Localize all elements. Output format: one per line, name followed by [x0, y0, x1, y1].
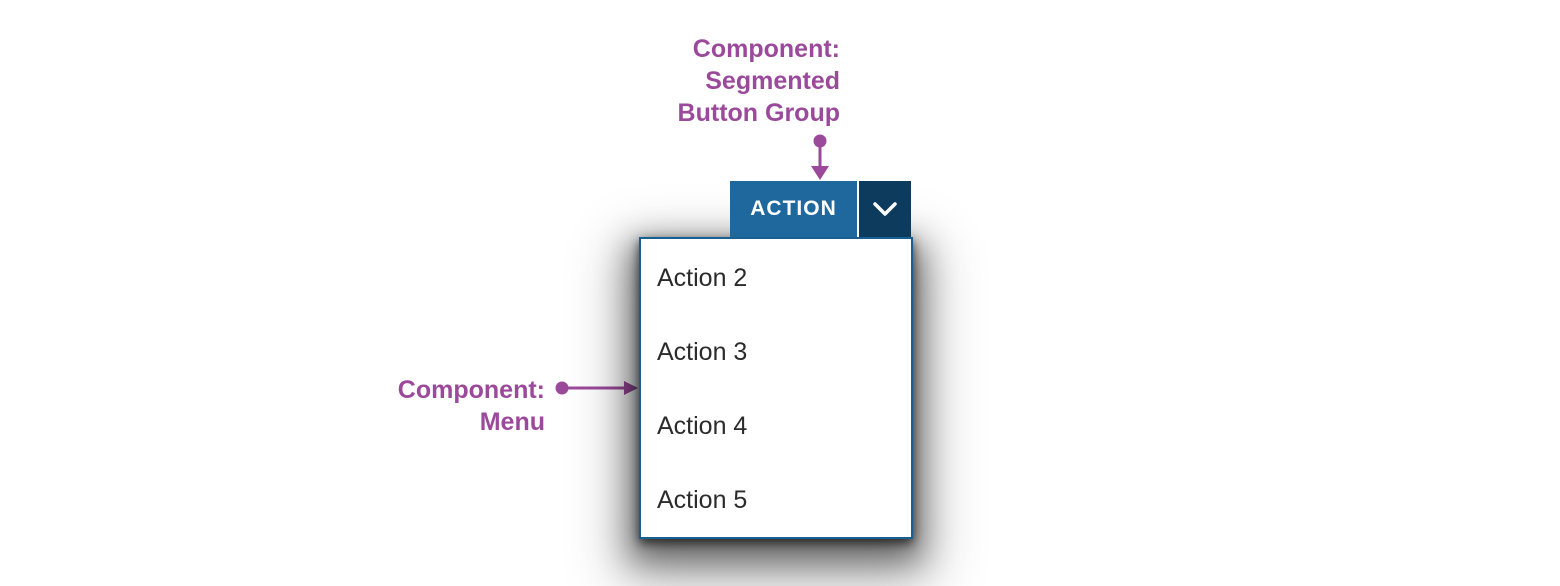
action-button[interactable]: ACTION — [730, 181, 857, 237]
menu-item[interactable]: Action 3 — [657, 337, 748, 366]
annotation-line: Component: — [692, 35, 840, 63]
right-arrow-icon — [555, 381, 638, 395]
annotation-line: Component: — [397, 376, 545, 404]
chevron-down-icon — [873, 202, 897, 216]
dropdown-toggle-button[interactable] — [857, 181, 911, 237]
annotation-menu: Component: Menu — [245, 374, 545, 438]
annotation-line: Menu — [479, 408, 545, 436]
down-arrow-icon — [811, 134, 829, 180]
annotation-line: Button Group — [677, 99, 840, 127]
dropdown-menu: Action 2 Action 3 Action 4 Action 5 — [639, 237, 913, 539]
annotation-line: Segmented — [705, 67, 840, 95]
menu-item-list: Action 2 Action 3 Action 4 Action 5 — [641, 239, 911, 537]
menu-item[interactable]: Action 2 — [657, 263, 748, 292]
menu-item[interactable]: Action 4 — [657, 411, 748, 440]
annotation-segmented-button-group: Component: Segmented Button Group — [540, 33, 840, 129]
segmented-button-group: ACTION — [730, 181, 911, 237]
menu-item[interactable]: Action 5 — [657, 485, 748, 514]
